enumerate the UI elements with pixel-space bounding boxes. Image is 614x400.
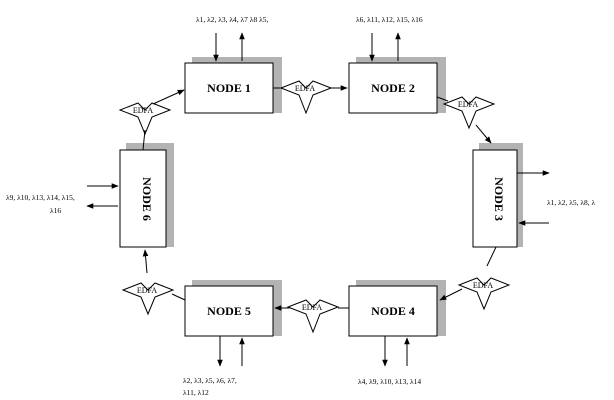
link-node2-edfa3 [436,96,449,102]
edfa-1-label: EDFA [133,106,154,115]
node-5: NODE 5 [184,280,282,337]
node-3-wavelengths: λ1, λ2, λ5, λ8, λ [547,198,596,207]
edfa-4-label: EDFA [473,281,494,290]
node-6-label: NODE 6 [140,177,154,221]
node-6-wavelengths-line2: λ16 [50,206,61,215]
edfa-6-label: EDFA [137,286,158,295]
link-node6-edfa1 [142,129,146,151]
link-node5-edfa6 [171,293,186,301]
node-5-wavelengths-line1: λ2, λ3, λ5, λ6, λ7, [183,376,237,385]
link-edfa4-node4 [439,288,463,301]
edfa-6 [121,282,175,316]
node-6-wavelengths-line1: λ9, λ10, λ13, λ14, λ15, [6,193,75,202]
node-4: NODE 4 [348,280,446,337]
edfa-4 [457,277,511,311]
link-node3-edfa4 [486,246,497,267]
edfa-5 [286,299,340,334]
node-5-wavelengths-line2: λ11, λ12 [183,388,209,397]
node-2-wavelengths: λ6, λ11, λ12, λ15, λ16 [356,15,423,24]
edfa-2-label: EDFA [295,84,316,93]
node-1-wavelengths: λ1, λ2, λ3, λ4, λ7 λ8 λ5, [196,15,268,24]
node-4-label: NODE 4 [371,304,415,318]
node-5-label: NODE 5 [207,304,251,318]
node-2: NODE 2 [348,57,446,114]
node-3-label: NODE 3 [492,177,506,221]
node-3: NODE 3 [472,143,523,248]
node-2-label: NODE 2 [371,81,415,95]
edfa-2 [279,80,333,115]
node-6: NODE 6 [119,143,174,248]
node-4-wavelengths: λ4, λ9, λ10, λ13, λ14 [358,377,421,386]
link-edfa1-node1 [152,89,185,105]
node-1-label: NODE 1 [207,81,251,95]
edfa-3 [442,96,496,130]
node-1: NODE 1 [184,57,282,114]
edfa-3-label: EDFA [458,100,479,109]
link-edfa6-node6 [142,249,149,274]
link-edfa3-node3 [475,124,492,144]
edfa-5-label: EDFA [302,303,323,312]
